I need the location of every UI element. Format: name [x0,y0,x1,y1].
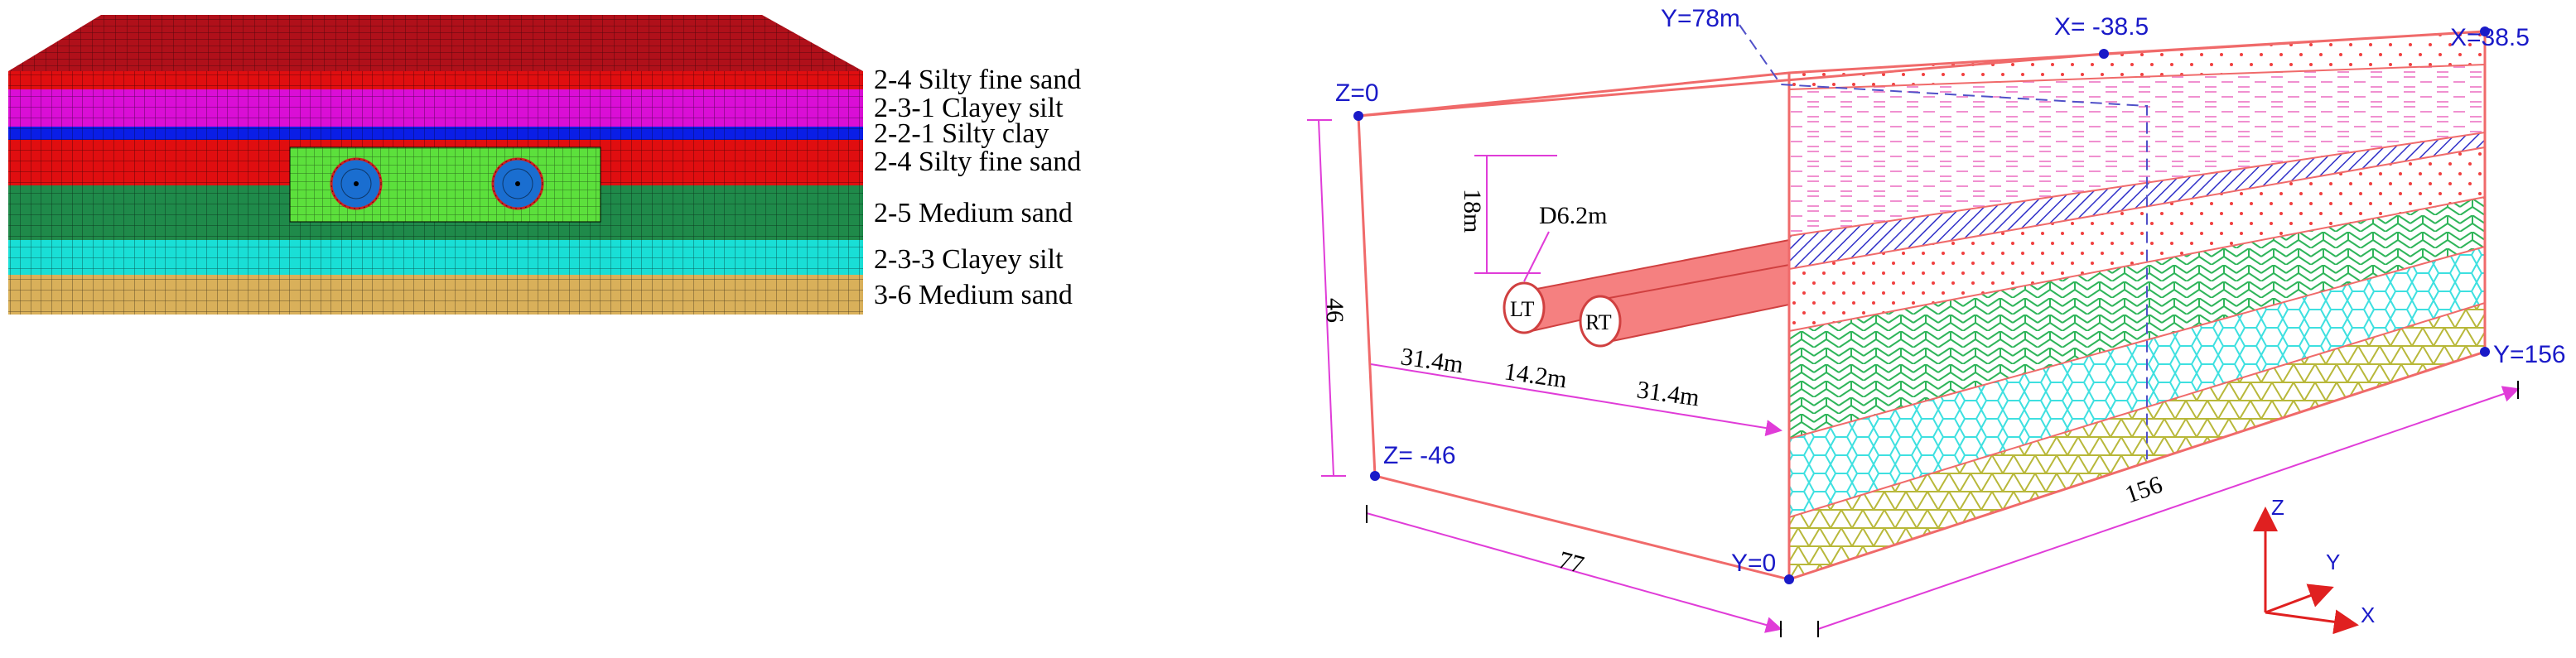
label-x-left: X= -38.5 [2054,13,2149,41]
left-tunnel-label: LT [1510,297,1534,321]
schematic-layer-pink [1789,65,2485,236]
schematic-layer-cyan [1789,247,2485,517]
label-z-bottom: Z= -46 [1383,442,1456,469]
schematic-layer-dots-top [1789,31,2485,89]
layer-label-3: 2-4 Silty fine sand [874,146,1081,177]
dim-spacing: 14.2m [1503,358,1569,393]
dim-cover: 18m [1459,189,1486,233]
corner-points [1353,26,2490,584]
layer-label-1: 2-3-1 Clayey silt [874,93,1064,123]
layer-labels: 2-4 Silty fine sand 2-3-1 Clayey silt 2-… [874,65,1081,310]
label-x-right: X=38.5 [2450,24,2530,51]
schematic-layer-olive [1789,303,2485,579]
layer-label-6: 3-6 Medium sand [874,280,1073,310]
mesh-model: 2-4 Silty fine sand 2-3-1 Clayey silt 2-… [8,15,1081,315]
layer-label-2: 2-2-1 Silty clay [874,118,1049,149]
label-z0: Z=0 [1335,79,1379,107]
label-y-mid: Y=78m [1661,5,1740,32]
layer-label-5: 2-3-3 Clayey silt [874,244,1064,275]
right-tunnel-label: RT [1585,310,1612,334]
dim-left-offset: 31.4m [1399,343,1465,378]
coordinate-axes [2253,507,2359,635]
width-dimension-line [1366,512,1782,633]
mid-section-line [1739,24,2148,459]
dim-right-offset: 31.4m [1635,376,1701,411]
label-y-end: Y=156 [2493,341,2566,368]
dim-depth: 46 [1321,298,1348,323]
axis-z-label: Z [2271,495,2284,520]
tunnel-cylinders: LT RT [1503,238,1790,348]
right-tunnel-mesh [491,157,544,210]
schematic-layer-dots [1789,147,2485,331]
left-tunnel-face [1503,281,1546,334]
length-dimension-line [1817,386,2520,630]
diameter-leader [1523,231,1550,282]
label-y0: Y=0 [1731,550,1776,577]
dim-diameter: D6.2m [1539,202,1608,229]
layer-label-0: 2-4 Silty fine sand [874,65,1081,95]
offset-dimension-line [1370,363,1782,437]
left-tunnel-mesh [330,157,383,210]
dim-length: 156 [2122,471,2166,509]
schematic-layers [1788,31,2486,579]
layer-label-4: 2-5 Medium sand [874,198,1073,228]
schematic-layer-hatch [1789,132,2485,269]
axis-y-label: Y [2326,550,2340,574]
depth-dimension-line [1318,119,1334,477]
axis-x-label: X [2361,603,2375,627]
schematic-layer-green [1789,197,2485,439]
model-schematic: LT RT Z=0 Z= -46 Y=0 Y=156 Y=78m X= -38.… [1307,5,2566,637]
right-tunnel-face [1579,295,1622,348]
